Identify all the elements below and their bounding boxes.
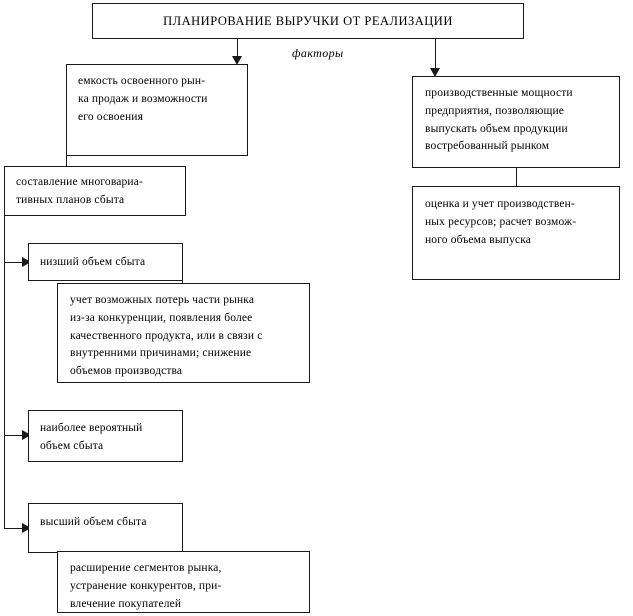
connector-title-to-production-capacity-stem: [435, 39, 436, 69]
node-low-volume-label: низший объем сбыта: [40, 256, 146, 268]
node-low-volume-detail: учет возможных потерь части рынка из-за …: [57, 283, 310, 383]
connector-spine-to-high-volume-line: [4, 528, 23, 529]
node-low-volume-detail-label: учет возможных потерь части рынка из-за …: [70, 294, 263, 378]
connector-low-volume-to-detail: [182, 281, 183, 284]
node-high-volume-detail: расширение сегментов рынка, устранение к…: [57, 551, 310, 613]
node-resources-estimate: оценка и учет производствен- ных ресурсо…: [412, 186, 620, 280]
node-title-label: ПЛАНИРОВАНИЕ ВЫРУЧКИ ОТ РЕАЛИЗАЦИИ: [163, 14, 453, 28]
node-likely-volume-label: наиболее вероятный объем сбыта: [40, 422, 143, 452]
node-market-capacity: емкость освоенного рын- ка продаж и возм…: [66, 64, 248, 156]
node-multivariate-plans: составление многовариа- тивных планов сб…: [4, 166, 186, 216]
node-title: ПЛАНИРОВАНИЕ ВЫРУЧКИ ОТ РЕАЛИЗАЦИИ: [92, 3, 524, 39]
node-production-capacity: производственные мощности предприятия, п…: [412, 76, 620, 168]
factors-label: факторы: [292, 46, 344, 60]
connector-spine-to-low-volume-arrow: [22, 257, 31, 267]
connector-production-capacity-to-resources: [516, 168, 517, 187]
connector-spine-to-low-volume-line: [4, 262, 23, 263]
node-high-volume-label: высший объем сбыта: [40, 516, 147, 528]
node-low-volume: низший объем сбыта: [28, 243, 183, 281]
connector-spine-vertical: [4, 216, 5, 528]
connector-spine-to-high-volume-arrow: [22, 523, 31, 533]
connector-title-to-production-capacity-arrow: [430, 68, 440, 77]
connector-title-to-market-capacity-stem: [237, 39, 238, 57]
connector-market-capacity-to-plans: [66, 156, 67, 167]
connector-title-to-market-capacity-arrow: [232, 56, 242, 65]
connector-spine-to-likely-volume-line: [4, 435, 23, 436]
node-production-capacity-label: производственные мощности предприятия, п…: [425, 87, 573, 153]
node-resources-estimate-label: оценка и учет производствен- ных ресурсо…: [425, 198, 577, 246]
node-market-capacity-label: емкость освоенного рын- ка продаж и возм…: [78, 75, 208, 123]
node-multivariate-plans-label: составление многовариа- тивных планов сб…: [16, 176, 143, 206]
node-likely-volume: наиболее вероятный объем сбыта: [28, 410, 183, 462]
connector-spine-to-likely-volume-arrow: [22, 430, 31, 440]
node-high-volume-detail-label: расширение сегментов рынка, устранение к…: [70, 562, 222, 610]
node-high-volume: высший объем сбыта: [28, 503, 183, 553]
